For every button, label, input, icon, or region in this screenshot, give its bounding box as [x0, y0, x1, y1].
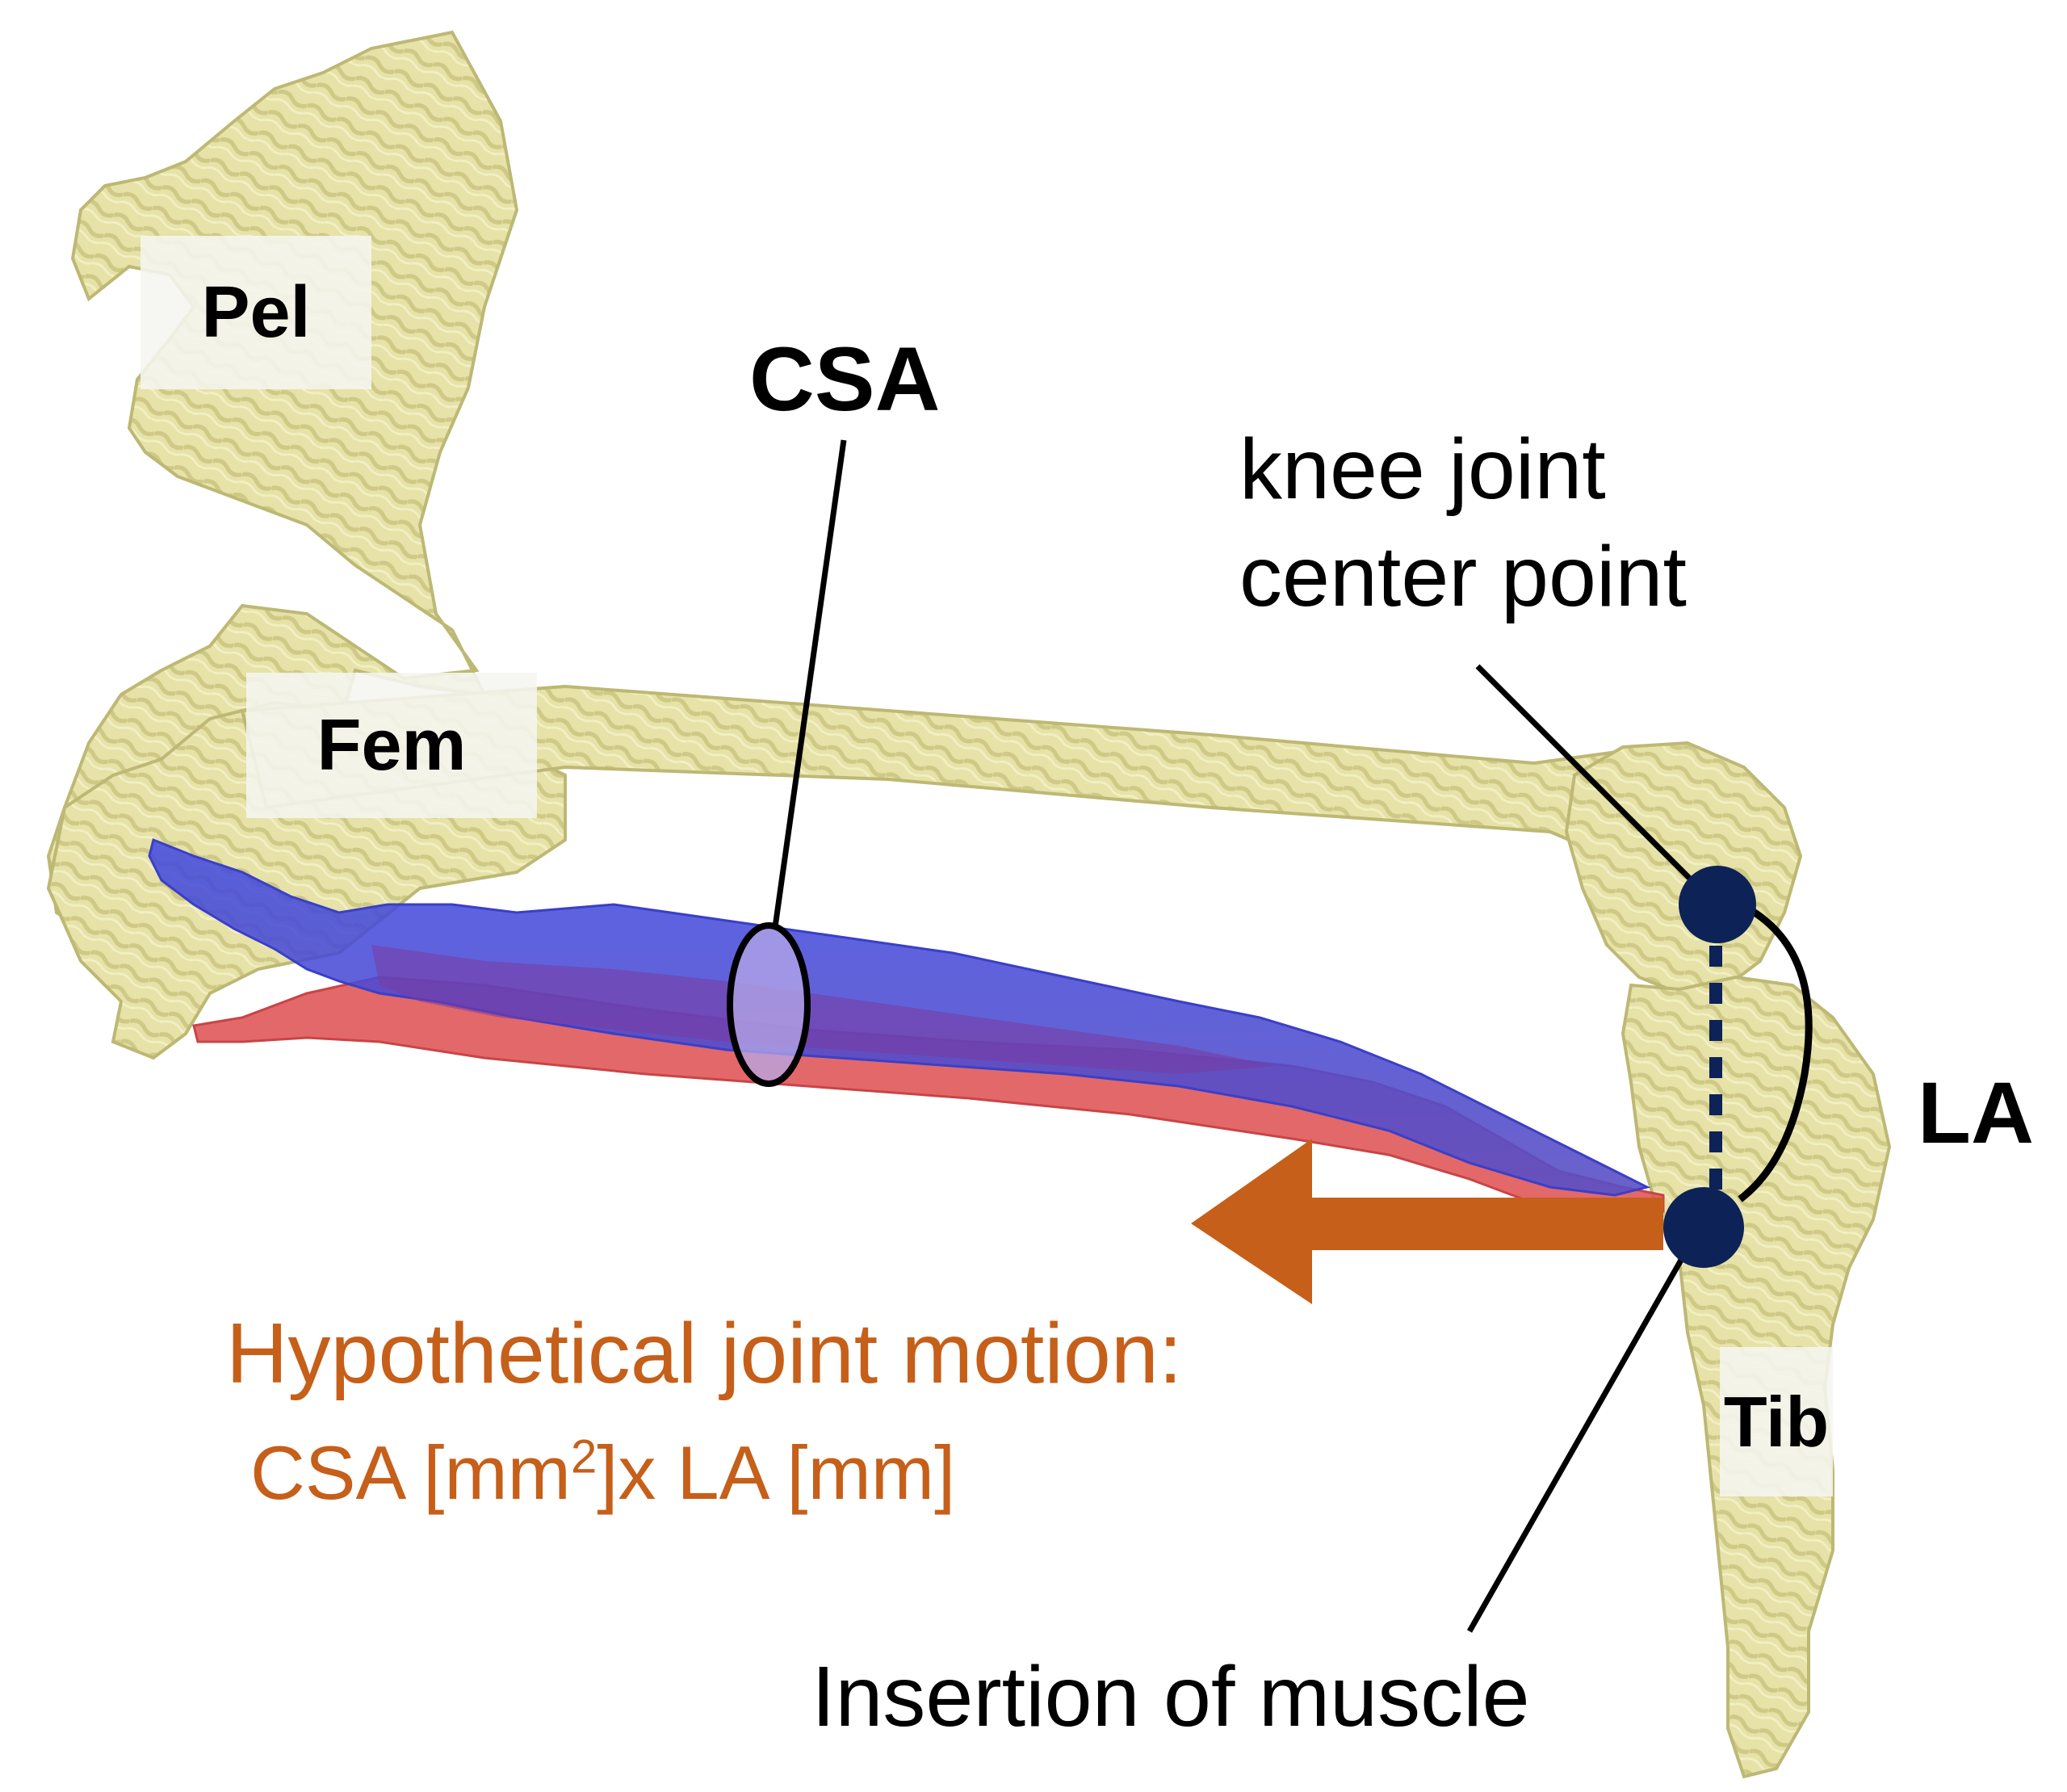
formula-csa: CSA [mm: [250, 1430, 571, 1515]
knee-callout-line1: knee joint: [1239, 422, 1606, 517]
csa-ellipse: [727, 922, 811, 1087]
femur-label: Fem: [317, 704, 467, 786]
tibia-tag: Tib: [1720, 1347, 1833, 1496]
insertion-leader-line: [1466, 1254, 1687, 1633]
insertion-callout: Insertion of muscle: [811, 1649, 1530, 1744]
formula-rest: ]x LA [mm]: [597, 1430, 956, 1515]
csa-leader-line: [772, 439, 847, 928]
knee-joint-callout: knee joint center point: [1239, 416, 1687, 630]
motion-title: Hypothetical joint motion:: [226, 1306, 1183, 1401]
knee-condyle: [1564, 741, 1803, 996]
pelvis-label: Pel: [201, 271, 311, 353]
motion-formula: CSA [mm2]x LA [mm]: [250, 1429, 955, 1517]
muscle-overlap: [371, 945, 1276, 1074]
csa-label: CSA: [749, 329, 941, 430]
tibia-label: Tib: [1723, 1381, 1830, 1462]
knee-callout-line2: center point: [1239, 528, 1687, 624]
la-bracket: [1738, 905, 1813, 1202]
knee-center-marker: [1679, 866, 1756, 943]
motion-arrow: [1191, 1139, 1663, 1304]
knee-leader-line: [1475, 664, 1702, 891]
insertion-marker: [1663, 1187, 1744, 1268]
femur-tag: Fem: [246, 673, 537, 818]
la-label: LA: [1918, 1064, 2034, 1161]
formula-superscript: 2: [570, 1430, 597, 1484]
pelvis-tag: Pel: [140, 236, 371, 389]
